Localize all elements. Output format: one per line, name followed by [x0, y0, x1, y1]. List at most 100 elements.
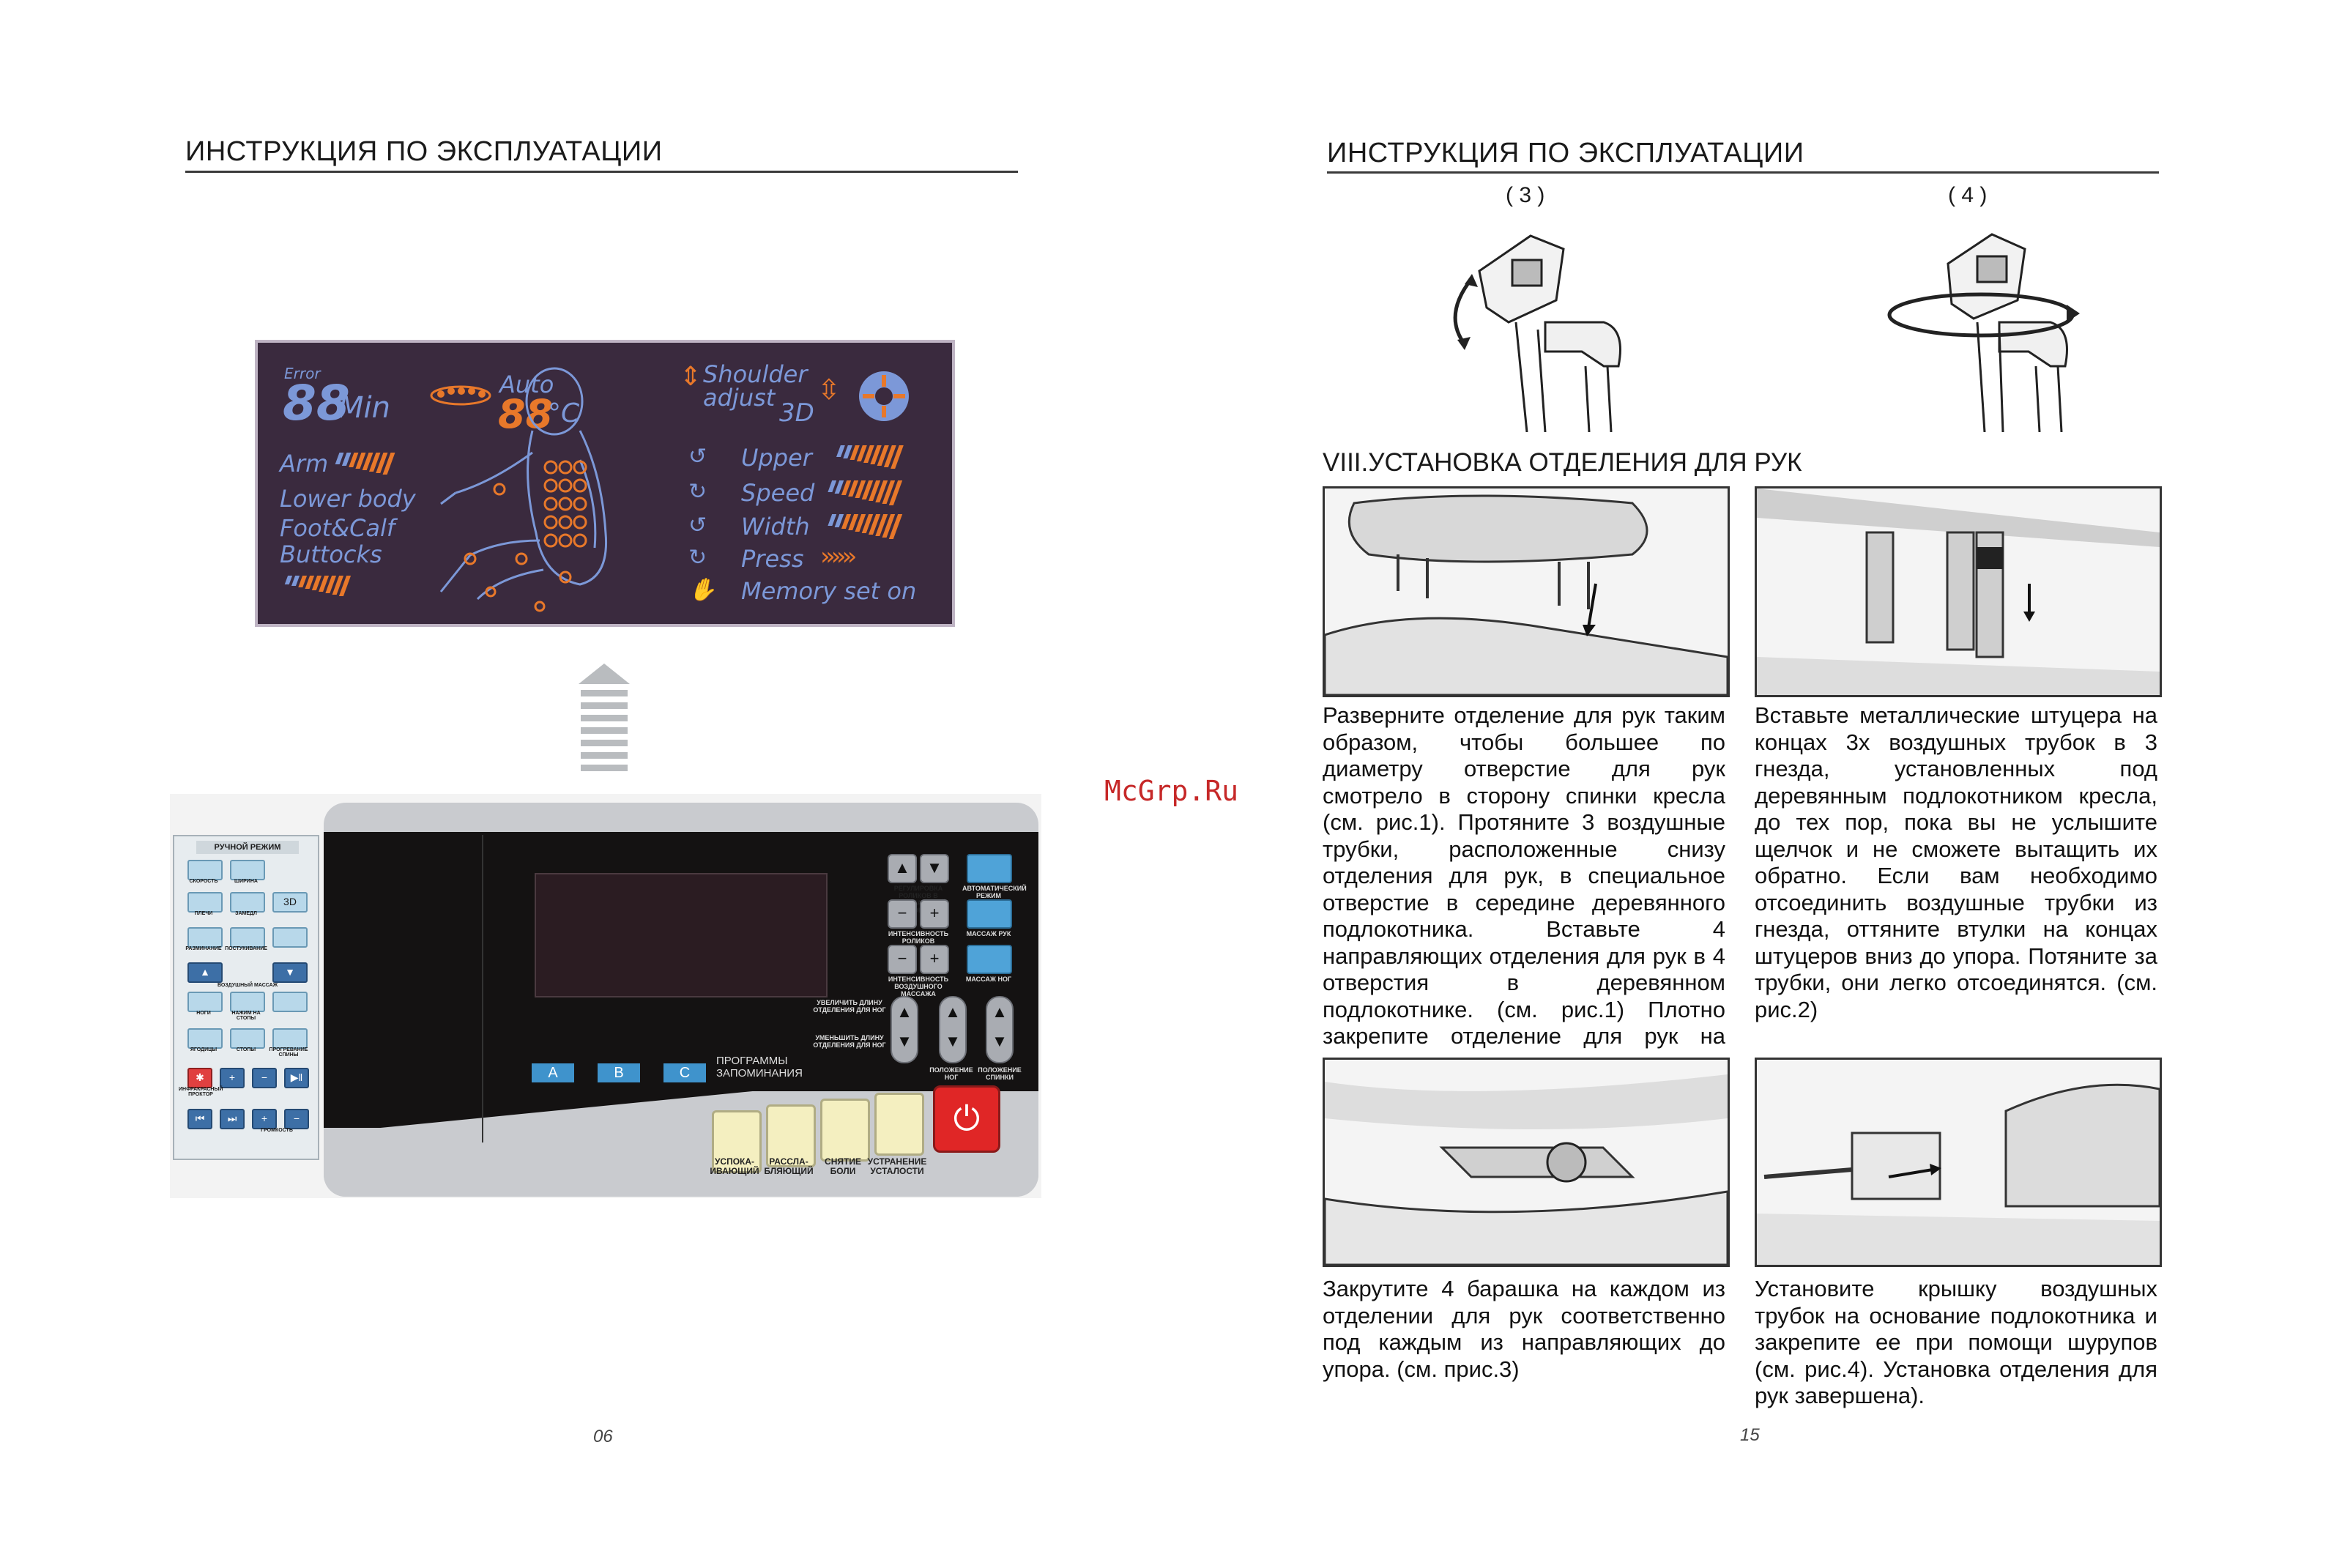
- photo-fig4: [1755, 1058, 2162, 1267]
- remote-tapping-button[interactable]: [230, 927, 265, 948]
- label-leg-position: ПОЛОЖЕНИЕ НОГ: [929, 1066, 973, 1081]
- remote-slow-button[interactable]: [230, 892, 265, 913]
- remote-feet-button[interactable]: [230, 1028, 265, 1049]
- press-chevrons-icon: »»»: [820, 542, 857, 571]
- remote-feet-press-button[interactable]: [230, 992, 265, 1012]
- remote-shoulders-button[interactable]: [187, 892, 223, 913]
- remote-label-shoulders: ПЛЕЧИ: [194, 911, 213, 916]
- power-button[interactable]: ⏻: [933, 1085, 1000, 1153]
- memory-a-button[interactable]: A: [532, 1063, 574, 1082]
- width-level-bars: [823, 514, 903, 539]
- roller-up-button[interactable]: ▲: [888, 854, 917, 883]
- lcd-label-speed: Speed: [741, 479, 815, 507]
- air-intensity-plus-button[interactable]: +: [920, 945, 949, 974]
- label-roller-vertical: РЕГУЛИРОВКА РОЛИКОВ В ВЕРТИКАЛЬНОЙ ЗОНЕ: [891, 885, 946, 914]
- lcd-shoulder-label: Shoulder: [703, 360, 808, 388]
- memory-icon: ✋: [688, 577, 716, 603]
- roller-down-button[interactable]: ▼: [920, 854, 949, 883]
- remote-back-heat-button[interactable]: [272, 1028, 308, 1049]
- program-fatigue-button[interactable]: [874, 1093, 924, 1156]
- header-rule-right: [1327, 171, 2159, 174]
- panel-divider: [482, 835, 483, 1142]
- remote-title: РУЧНОЙ РЕЖИМ: [196, 841, 299, 854]
- label-back-position: ПОЛОЖЕНИЕ СПИНКИ: [978, 1066, 1022, 1081]
- air-intensity-minus-button[interactable]: −: [888, 945, 917, 974]
- remote-down-button[interactable]: ▼: [272, 962, 308, 983]
- remote-label-speed: СКОРОСТЬ: [189, 879, 218, 884]
- controller-tilt-illustration: [1435, 220, 1655, 433]
- label-program-pain: СНЯТИЕ БОЛИ: [825, 1156, 861, 1176]
- remote-next-button[interactable]: ⏭: [220, 1109, 245, 1129]
- lcd-label-buttocks: Buttocks: [280, 540, 382, 568]
- remote-prev-button[interactable]: ⏮: [187, 1109, 212, 1129]
- label-extend-leg: УВЕЛИЧИТЬ ДЛИНУ ОТДЕЛЕНИЯ ДЛЯ НОГ: [813, 999, 886, 1014]
- remote-label-feet: СТОПЫ: [236, 1047, 256, 1052]
- remote-kneading-button[interactable]: [187, 927, 223, 948]
- leg-massage-button[interactable]: [967, 945, 1012, 974]
- lcd-timer-unit: Min: [338, 391, 390, 425]
- remote-play-pause-button[interactable]: ▶‖: [284, 1068, 309, 1088]
- remote-volume-up-button[interactable]: +: [252, 1109, 277, 1129]
- remote-plus-button[interactable]: +: [220, 1068, 245, 1088]
- remote-label-infrared: ИНФРАКРАСНЫЙ ПРОКТОР: [179, 1087, 223, 1097]
- remote-buttocks2-button[interactable]: [187, 1028, 223, 1049]
- lcd-label-width: Width: [741, 513, 810, 540]
- photo-fig3: [1323, 1058, 1730, 1267]
- label-program-relaxing: РАССЛА-БЛЯЮЩИЙ: [764, 1156, 814, 1176]
- photo-fig1: [1323, 486, 1730, 697]
- figure-number-3: ( 3 ): [1506, 183, 1545, 207]
- program-calming-button[interactable]: [712, 1110, 762, 1173]
- body-figure-icon: [412, 357, 631, 614]
- remote-label-width: ШИРИНА: [234, 879, 258, 884]
- photo-fig2: [1755, 486, 2162, 697]
- remote-legs-button[interactable]: [187, 992, 223, 1012]
- roller-intensity-plus-button[interactable]: +: [920, 899, 949, 929]
- label-program-fatigue: УСТРАНЕНИЕ УСТАЛОСТИ: [867, 1156, 927, 1176]
- auto-mode-button[interactable]: [967, 854, 1012, 883]
- remote-infrared-button[interactable]: ✱: [187, 1068, 212, 1088]
- back-position-rocker[interactable]: ▲▼: [986, 996, 1014, 1063]
- program-relaxing-button[interactable]: [766, 1104, 816, 1167]
- memory-c-button[interactable]: C: [663, 1063, 706, 1082]
- remote-label-slow: ЗАМЕДЛ: [235, 911, 257, 916]
- remote-buttocks-button[interactable]: [272, 992, 308, 1012]
- arm-massage-button[interactable]: [967, 899, 1012, 929]
- lcd-temp-digits: 88: [498, 391, 554, 437]
- page-header-right: ИНСТРУКЦИЯ ПО ЭКСПЛУАТАЦИИ: [1327, 138, 1804, 168]
- lcd-3d-label: 3D: [779, 398, 814, 428]
- fan-wheel-icon: [857, 369, 911, 423]
- remote-up-button[interactable]: ▲: [187, 962, 223, 983]
- remote-volume-down-button[interactable]: −: [284, 1109, 309, 1129]
- lcd-label-arm: Arm: [280, 450, 329, 478]
- paragraph-2: Вставьте металлические штуцера на концах…: [1755, 702, 2157, 1022]
- remote-label-air: ВОЗДУШНЫЙ МАССАЖ: [217, 983, 278, 988]
- remote-label-buttocks: ЯГОДИЦЫ: [190, 1047, 218, 1052]
- figure-number-4: ( 4 ): [1948, 183, 1988, 207]
- page-number-right: 15: [1740, 1425, 1760, 1445]
- remote-knead-tap-button[interactable]: [272, 927, 308, 948]
- upper-level-bars: [832, 445, 904, 469]
- memory-caption: ПРОГРАММЫ ЗАПОМИНАНИЯ: [716, 1055, 803, 1080]
- leg-position-rocker[interactable]: ▲▼: [939, 996, 967, 1063]
- remote-3d-button[interactable]: 3D: [272, 892, 308, 913]
- lcd-display: Error 88 Min Auto 88 °C: [255, 340, 955, 627]
- roller-intensity-minus-button[interactable]: −: [888, 899, 917, 929]
- lcd-adjust-label: adjust: [703, 384, 776, 412]
- controller-rotate-illustration: [1875, 220, 2094, 433]
- memory-b-button[interactable]: B: [598, 1063, 640, 1082]
- remote-label-feet-press: НАЖИМ НА СТОПЫ: [231, 1011, 261, 1021]
- speed-level-bars: [823, 480, 903, 505]
- lcd-label-foot-calf: Foot&Calf: [280, 514, 395, 542]
- page-number-left: 06: [593, 1427, 613, 1446]
- lcd-error-label: Error: [284, 365, 321, 382]
- program-pain-relief-button[interactable]: [820, 1099, 870, 1162]
- remote-width-button[interactable]: [230, 860, 265, 880]
- leg-length-rocker[interactable]: ▲▼: [891, 996, 918, 1063]
- remote-speed-button[interactable]: [187, 860, 223, 880]
- label-arm-massage: МАССАЖ РУК: [966, 930, 1011, 937]
- lcd-label-lower-body: Lower body: [280, 485, 416, 513]
- remote-label-back-heat: ПРОГРЕВАНИЕ СПИНЫ: [269, 1047, 308, 1058]
- remote-minus-button[interactable]: −: [252, 1068, 277, 1088]
- press-icon: ↻: [688, 545, 707, 571]
- width-icon: ↺: [688, 513, 707, 538]
